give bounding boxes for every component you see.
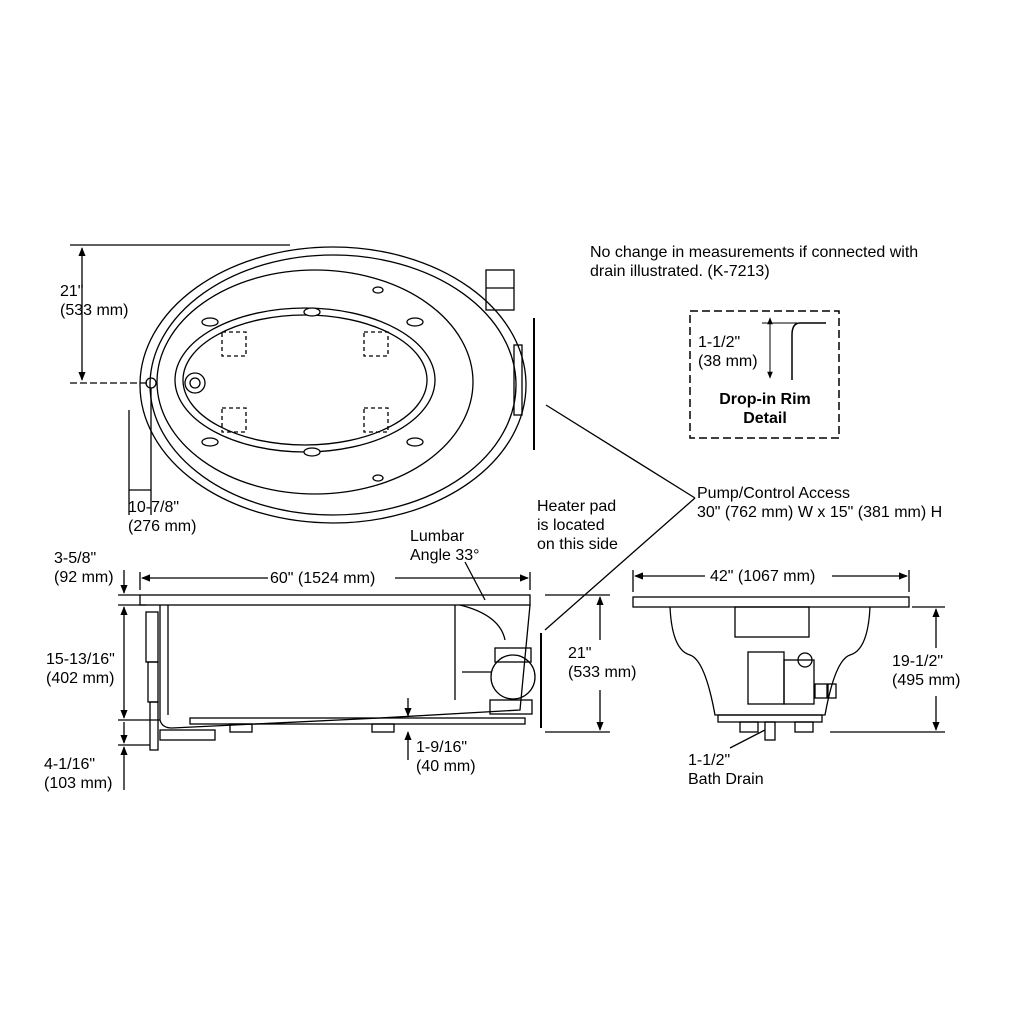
top-depth-in: 21" (60, 283, 84, 300)
rim-detail-dimension: 1-1/2" (38 mm) (698, 333, 758, 371)
bath-drain-line2: Bath Drain (688, 771, 764, 788)
top-depth-dimension: 21" (533 mm) (60, 282, 128, 320)
rim-detail-in: 1-1/2" (698, 334, 741, 351)
rim-height-in: 3-5/8" (54, 550, 97, 567)
rim-detail-mm: (38 mm) (698, 353, 758, 370)
side-height-dimension: 21" (533 mm) (568, 644, 636, 682)
lumbar-line1: Lumbar (410, 528, 465, 545)
rim-height-mm: (92 mm) (54, 569, 114, 586)
end-view (632, 570, 945, 749)
basin-depth-in: 15-13/16" (46, 651, 115, 668)
end-height-in: 19-1/2" (892, 653, 944, 670)
top-depth-mm: (533 mm) (60, 302, 129, 319)
drain-offset-in: 10-7/8" (128, 499, 180, 516)
rim-detail-title-line1: Drop-in Rim (719, 391, 811, 408)
heater-pad-line2: is located (537, 517, 605, 534)
rim-detail-title: Drop-in Rim Detail (700, 390, 830, 428)
basin-depth-dimension: 15-13/16" (402 mm) (46, 650, 115, 688)
top-view (70, 244, 696, 524)
drain-offset-mm: (276 mm) (128, 518, 197, 535)
rim-detail-box (689, 310, 840, 439)
drain-height-dimension: 4-1/16" (103 mm) (44, 755, 112, 793)
pump-access-label: Pump/Control Access 30" (762 mm) W x 15"… (697, 484, 942, 522)
bath-drain-line1: 1-1/2" (688, 752, 731, 769)
heater-pad-line3: on this side (537, 536, 618, 553)
end-height-mm: (495 mm) (892, 672, 961, 689)
drain-height-mm: (103 mm) (44, 775, 113, 792)
base-height-mm: (40 mm) (416, 758, 476, 775)
side-height-mm: (533 mm) (568, 664, 637, 681)
drain-note-line2: drain illustrated. (K-7213) (590, 263, 770, 280)
lumbar-line2: Angle 33° (410, 547, 480, 564)
end-width-dimension: 42" (1067 mm) (710, 568, 816, 585)
heater-pad-label: Heater pad is located on this side (537, 497, 618, 554)
rim-detail-title-line2: Detail (743, 410, 787, 427)
side-length-dimension: 60" (1524 mm) (270, 570, 376, 587)
base-height-in: 1-9/16" (416, 739, 468, 756)
rim-height-dimension: 3-5/8" (92 mm) (54, 549, 114, 587)
drain-note-line1: No change in measurements if connected w… (590, 244, 919, 261)
side-view (118, 497, 696, 790)
end-height-dimension: 19-1/2" (495 mm) (892, 652, 960, 690)
base-height-dimension: 1-9/16" (40 mm) (416, 738, 476, 776)
drain-offset-dimension: 10-7/8" (276 mm) (128, 498, 196, 536)
drain-note: No change in measurements if connected w… (590, 243, 918, 281)
lumbar-label: Lumbar Angle 33° (410, 527, 480, 565)
pump-access-line1: Pump/Control Access (697, 485, 850, 502)
basin-depth-mm: (402 mm) (46, 670, 115, 687)
side-height-in: 21" (568, 645, 592, 662)
bath-drain-label: 1-1/2" Bath Drain (688, 751, 764, 789)
jet-icons (201, 286, 424, 482)
drain-height-in: 4-1/16" (44, 756, 96, 773)
heater-pad-line1: Heater pad (537, 498, 617, 515)
pump-access-line2: 30" (762 mm) W x 15" (381 mm) H (697, 504, 943, 521)
